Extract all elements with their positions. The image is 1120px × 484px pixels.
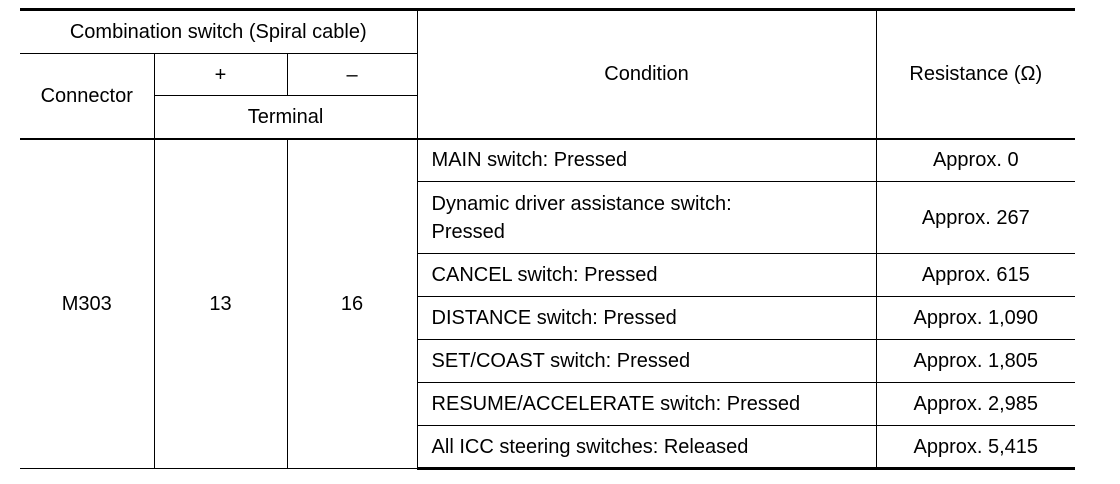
resistance-cell: Approx. 1,805: [875, 339, 1076, 383]
condition-line-2: Pressed: [431, 220, 505, 243]
resistance-cell: Approx. 0: [875, 137, 1076, 182]
resistance-cell: Approx. 5,415: [875, 425, 1076, 470]
condition-header: Condition: [416, 8, 877, 139]
plus-terminal-value: 13: [153, 137, 288, 469]
table-row: SET/COAST switch: Pressed Approx. 1,805: [20, 339, 1076, 383]
minus-terminal-value: 16: [286, 137, 418, 469]
resistance-cell: Approx. 615: [875, 253, 1076, 297]
minus-terminal-header: –: [286, 53, 418, 96]
condition-cell: Dynamic driver assistance switch: Presse…: [416, 181, 877, 254]
condition-line-1: Dynamic driver assistance switch:: [431, 192, 732, 215]
header-row-1: Combination switch (Spiral cable) Condit…: [20, 8, 1076, 139]
table-row: M303 13 16 MAIN switch: Pressed Approx. …: [20, 137, 1076, 469]
terminal-header: Terminal: [153, 95, 418, 139]
plus-terminal-header: +: [153, 53, 288, 96]
resistance-header: Resistance (Ω): [875, 8, 1076, 139]
connector-header: Connector: [20, 53, 155, 139]
header-row-3: Terminal: [20, 95, 1075, 139]
table-row: All ICC steering switches: Released Appr…: [20, 425, 1076, 470]
condition-cell: MAIN switch: Pressed: [416, 137, 877, 182]
resistance-cell: Approx. 1,090: [875, 296, 1076, 340]
resistance-cell: Approx. 267: [875, 181, 1076, 254]
condition-cell: CANCEL switch: Pressed: [416, 253, 877, 297]
resistance-spec-table: Combination switch (Spiral cable) Condit…: [20, 8, 1076, 470]
condition-cell: DISTANCE switch: Pressed: [416, 296, 877, 340]
resistance-cell: Approx. 2,985: [875, 382, 1076, 426]
connector-value: M303: [20, 137, 155, 469]
component-header: Combination switch (Spiral cable): [20, 8, 418, 54]
condition-cell: RESUME/ACCELERATE switch: Pressed: [416, 382, 877, 426]
condition-cell: All ICC steering switches: Released: [416, 425, 877, 470]
condition-cell: SET/COAST switch: Pressed: [416, 339, 877, 383]
